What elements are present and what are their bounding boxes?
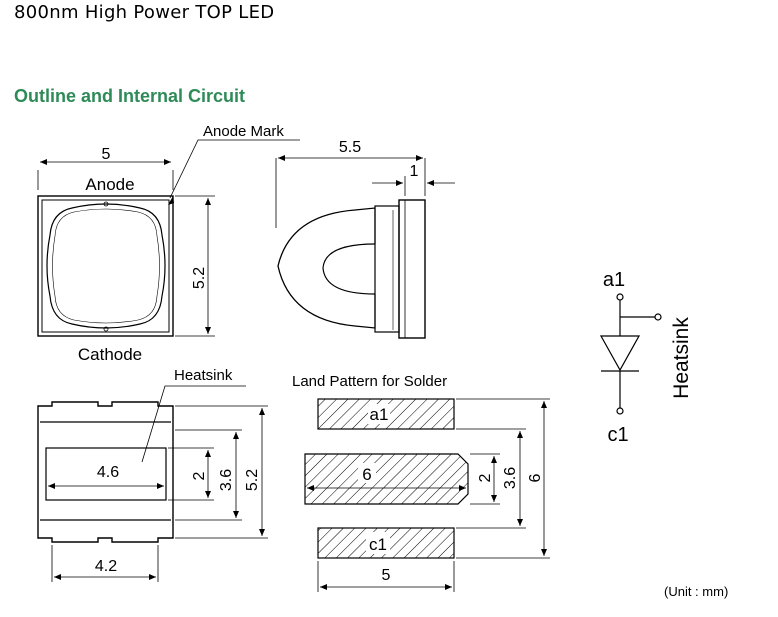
side-length-label: 5.5 <box>339 139 361 156</box>
circuit-cathode-label: c1 <box>607 424 628 446</box>
heatsink-width-label: 4.6 <box>97 464 119 481</box>
heatsink-terminal <box>654 313 662 321</box>
circuit-anode-label: a1 <box>603 269 625 291</box>
top-inner-outline <box>41 199 170 333</box>
bottom-body-outline <box>37 401 174 543</box>
top-lens-inner <box>52 208 160 324</box>
page-title: 800nm High Power TOP LED <box>14 2 275 23</box>
top-body-outline <box>37 195 174 337</box>
anode-terminal <box>616 293 624 301</box>
cathode-label: Cathode <box>78 345 142 364</box>
bottom-view <box>37 385 268 582</box>
bottom-dim-5-2-label: 5.2 <box>244 469 261 491</box>
side-thickness-label: 1 <box>410 163 419 180</box>
top-width-label: 5 <box>102 146 111 163</box>
top-view <box>37 139 300 337</box>
land-dim-2-label: 2 <box>477 473 494 482</box>
pad-c1-label: c1 <box>369 535 387 554</box>
anode-mark-notch <box>103 201 109 207</box>
heatsink-leader <box>141 385 246 463</box>
side-body-outline <box>398 199 426 339</box>
bottom-dim-2-label: 2 <box>191 471 208 480</box>
anode-label: Anode <box>85 175 134 194</box>
side-dome-outline <box>277 209 356 327</box>
anode-mark-leader <box>169 139 300 199</box>
side-view <box>275 155 455 339</box>
land-dim-3-6-label: 3.6 <box>502 467 519 489</box>
land-pattern-title: Land Pattern for Solder <box>292 373 447 390</box>
land-dim-6-label: 6 <box>527 473 544 482</box>
land-width-label: 5 <box>382 567 391 584</box>
pad-a1-label: a1 <box>370 405 389 424</box>
anode-mark-label: Anode Mark <box>203 123 284 140</box>
bottom-dim-3-6-label: 3.6 <box>218 469 235 491</box>
circuit-heatsink-label: Heatsink <box>670 317 693 399</box>
heatsink-pad <box>45 447 167 501</box>
internal-circuit <box>599 293 662 415</box>
land-pattern <box>304 398 550 592</box>
top-height-label: 5.2 <box>191 267 208 289</box>
unit-note: (Unit : mm) <box>664 584 729 599</box>
diode-symbol <box>599 335 641 372</box>
section-title: Outline and Internal Circuit <box>14 86 246 106</box>
pad-center <box>304 453 469 505</box>
pad-center-dim-label: 6 <box>362 465 371 484</box>
cathode-terminal <box>616 407 624 415</box>
heatsink-label: Heatsink <box>174 367 233 384</box>
bottom-width-label: 4.2 <box>95 558 117 575</box>
top-lens-outline <box>46 203 166 329</box>
